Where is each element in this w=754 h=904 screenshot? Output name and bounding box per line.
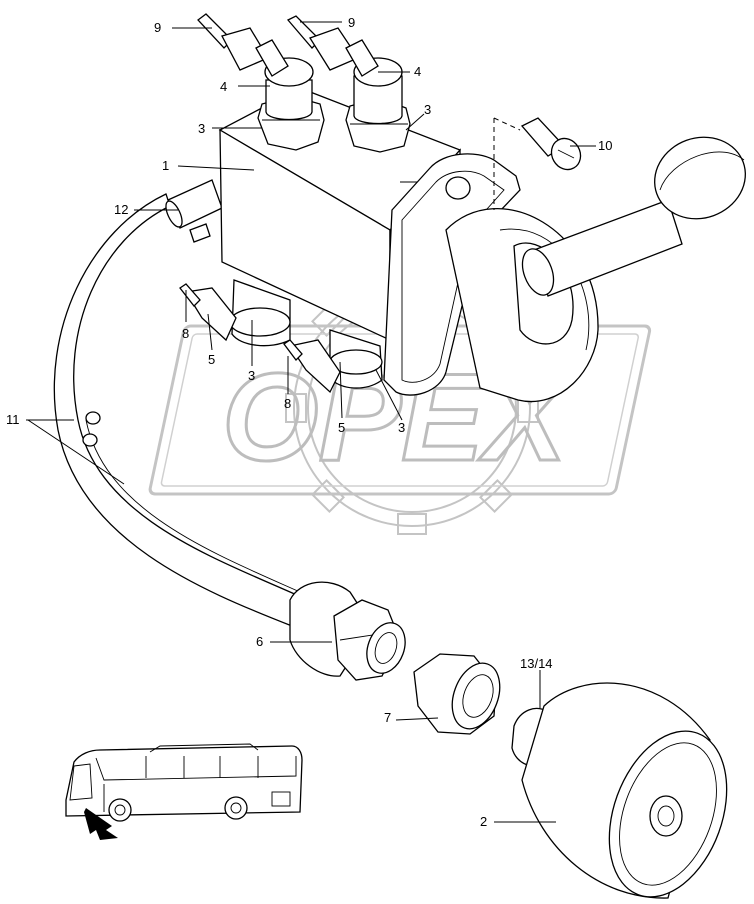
callout-4-left: 4	[220, 79, 227, 94]
lower-fitting-right	[283, 329, 383, 394]
callout-5-right: 5	[338, 420, 345, 435]
callout-9-right: 9	[348, 15, 355, 30]
callout-8-right: 8	[284, 396, 291, 411]
callout-7: 7	[384, 710, 391, 725]
callout-3-lower-left: 3	[248, 368, 255, 383]
callout-8-left: 8	[182, 326, 189, 341]
callout-3-upper-left: 3	[198, 121, 205, 136]
callout-9-left: 9	[154, 20, 161, 35]
callout-1: 1	[162, 158, 169, 173]
callout-6: 6	[256, 634, 263, 649]
callout-4-right: 4	[414, 64, 421, 79]
lever-handle[interactable]	[517, 125, 754, 300]
connector-9-right	[286, 15, 379, 77]
callout-labels: 9 9 4 4 3 3 10 1 12 8 5 3 8 11 5 3 6 13/…	[6, 15, 612, 829]
callout-3-lower-right: 3	[398, 420, 405, 435]
callout-10: 10	[598, 138, 612, 153]
connector-9-left	[197, 13, 289, 77]
connector-6	[289, 581, 406, 681]
nut-7	[413, 653, 501, 735]
callout-3-upper-right: 3	[424, 102, 431, 117]
fitting-4-left	[257, 57, 325, 151]
leader-lines	[26, 21, 596, 823]
callout-12: 12	[114, 202, 128, 217]
callout-2: 2	[480, 814, 487, 829]
callout-13-14: 13/14	[520, 656, 553, 671]
fitting-12	[165, 179, 223, 243]
bus-location-thumbnail	[65, 743, 303, 840]
lower-fitting-left	[179, 279, 291, 347]
callout-5-left: 5	[208, 352, 215, 367]
callout-11: 11	[6, 412, 20, 427]
chamber-2	[511, 682, 728, 899]
